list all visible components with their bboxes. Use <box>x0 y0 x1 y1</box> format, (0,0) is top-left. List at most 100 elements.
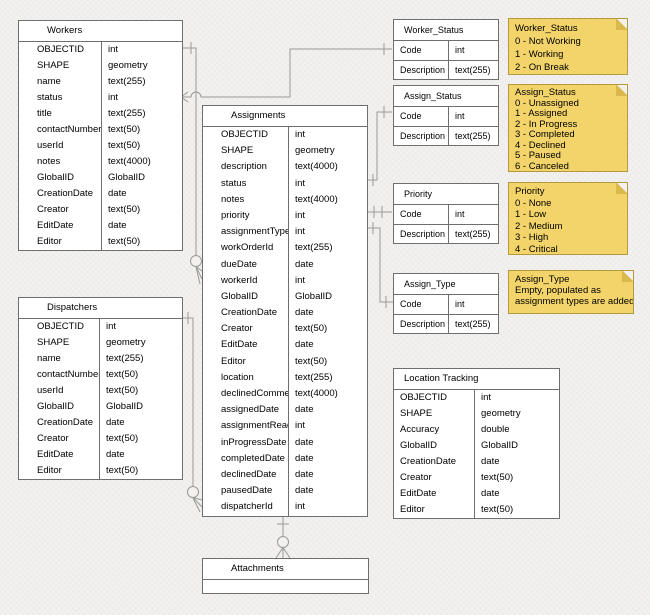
field-type: int <box>108 92 119 103</box>
field-row: SHAPE geometry <box>394 406 559 422</box>
field-type: int <box>455 299 465 309</box>
field-row: userId text(50) <box>19 383 182 399</box>
field-name: EditDate <box>221 339 258 351</box>
field-row: Description text(255) <box>394 126 498 145</box>
field-type: text(255) <box>455 319 491 329</box>
field-row: location text(255) <box>203 370 367 386</box>
field-name: workerId <box>221 274 258 286</box>
entity-workers: Workers OBJECTID int SHAPE geometry name… <box>18 20 183 251</box>
note-line: 0 - None <box>515 197 552 209</box>
note-title: Assign_Type <box>515 274 570 285</box>
entity-title: Assignments <box>203 106 367 127</box>
field-name: Editor <box>221 355 246 367</box>
field-type: int <box>295 209 306 221</box>
entity-attachments: Attachments <box>202 558 369 594</box>
field-name: GlobalID <box>221 290 258 302</box>
connector-workers-status-to-worker-status <box>180 43 392 103</box>
field-row: EditDate date <box>394 486 559 502</box>
field-type: text(50) <box>108 204 141 215</box>
field-row: CreationDate date <box>19 415 182 431</box>
field-row: CreationDate date <box>19 186 182 202</box>
entity-assign-status: Assign_Status Code int Description text(… <box>393 85 499 146</box>
field-row: Code int <box>394 41 498 60</box>
field-name: OBJECTID <box>221 129 268 140</box>
field-type: text(255) <box>455 65 491 75</box>
field-row: assignedDate date <box>203 402 367 418</box>
field-row: dueDate date <box>203 257 367 273</box>
connector-workers-objectid-to-assignments-workerid <box>180 42 203 285</box>
field-row: Editor text(50) <box>394 502 559 518</box>
field-type: date <box>295 485 314 497</box>
field-row: CreationDate date <box>394 454 559 470</box>
entity-fields: Code int Description text(255) <box>394 205 498 243</box>
field-type: text(255) <box>295 242 333 254</box>
field-name: contactNumber <box>37 124 101 135</box>
field-type: date <box>108 188 127 199</box>
field-name: pausedDate <box>221 485 273 497</box>
field-type: date <box>481 456 500 467</box>
field-row: GlobalID GlobalID <box>203 289 367 305</box>
field-type: text(50) <box>108 140 141 151</box>
field-row: contactNumber text(50) <box>19 367 182 383</box>
field-name: status <box>221 177 247 189</box>
field-name: notes <box>37 156 61 167</box>
note-line: 2 - Medium <box>515 220 563 232</box>
field-row: Editor text(50) <box>19 463 182 479</box>
field-row: pausedDate date <box>203 483 367 499</box>
field-row: title text(255) <box>19 106 182 122</box>
field-name: GlobalID <box>400 440 437 451</box>
note-line: 6 - Canceled <box>515 160 569 172</box>
field-type: date <box>295 339 314 351</box>
field-type: int <box>455 209 465 219</box>
field-type: GlobalID <box>108 172 145 183</box>
field-name: EditDate <box>37 220 74 231</box>
note-line: 1 - Low <box>515 209 547 220</box>
note-title: Worker_Status <box>515 23 578 34</box>
field-row: name text(255) <box>19 74 182 90</box>
field-name: completedDate <box>221 452 285 464</box>
zero-circle-icon <box>187 486 199 498</box>
field-row: Code int <box>394 295 498 314</box>
entity-priority: Priority Code int Description text(255) <box>393 183 499 244</box>
field-type: date <box>108 220 127 231</box>
crowfoot-many-icon <box>275 547 291 559</box>
field-type: date <box>295 404 314 416</box>
field-row: Editor text(50) <box>19 234 182 250</box>
field-name: dispatcherId <box>221 501 273 513</box>
entity-title: Worker_Status <box>394 20 498 41</box>
field-row: SHAPE geometry <box>19 58 182 74</box>
field-type: int <box>455 111 465 121</box>
field-name: EditDate <box>400 488 437 499</box>
field-type: text(255) <box>455 229 491 239</box>
field-type: int <box>106 321 117 332</box>
field-name: EditDate <box>37 449 74 460</box>
entity-fields: OBJECTID int SHAPE geometry name text(25… <box>19 319 182 479</box>
field-row: Description text(255) <box>394 60 498 79</box>
field-row: status int <box>19 90 182 106</box>
field-name: declinedComment <box>221 388 288 399</box>
field-type: text(50) <box>108 236 141 247</box>
field-type: int <box>295 501 306 513</box>
note-line: 0 - Not Working <box>515 36 581 47</box>
zero-circle-icon <box>190 255 202 267</box>
entity-fields: Code int Description text(255) <box>394 107 498 145</box>
field-type: text(50) <box>295 355 328 367</box>
field-row: SHAPE geometry <box>203 143 367 159</box>
field-name: inProgressDate <box>221 436 287 448</box>
field-name: GlobalID <box>37 401 74 412</box>
field-name: Code <box>400 111 422 121</box>
entity-title: Priority <box>394 184 498 205</box>
entity-title: Location Tracking <box>394 369 559 390</box>
connector-assignments-priority-to-priority <box>366 206 392 218</box>
note-line: Empty, populated as <box>515 285 601 296</box>
field-name: Editor <box>37 465 62 476</box>
note-line: 4 - Critical <box>515 243 558 255</box>
field-name: SHAPE <box>37 60 70 71</box>
field-row: Creator text(50) <box>19 202 182 218</box>
field-type: int <box>295 129 306 140</box>
field-type: text(4000) <box>295 161 338 173</box>
field-name: CreationDate <box>221 307 277 319</box>
field-name: OBJECTID <box>400 392 447 403</box>
